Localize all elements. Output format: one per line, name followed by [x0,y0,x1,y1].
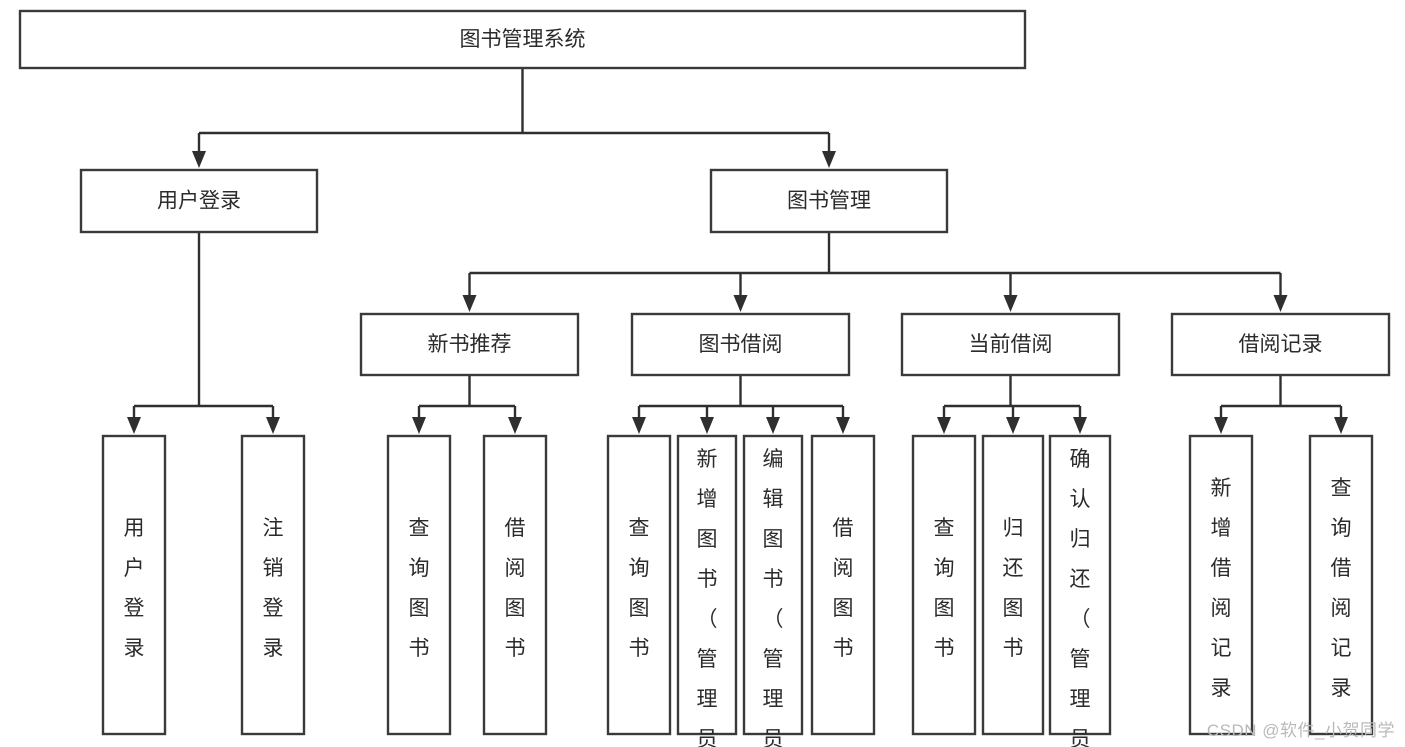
leaf-node-11-rect[interactable] [1188,434,1254,736]
level2-node-0[interactable]: 用户登录 [79,168,319,234]
leaf-node-11[interactable]: 新增借阅记录 [1188,434,1254,736]
root-node[interactable]: 图书管理系统 [18,9,1027,70]
leaf-node-12-label: 查询借阅记录 [1331,477,1352,700]
leaf-node-5-label: 新增图书（管理员） [697,448,718,747]
leaf-node-4-label: 查询图书 [629,517,650,660]
arrow-head-icon [508,417,522,434]
leaf-node-1[interactable]: 注销登录 [240,434,306,736]
leaf-node-8[interactable]: 查询图书 [911,434,977,736]
leaf-node-9[interactable]: 归还图书 [981,434,1045,736]
arrow-head-icon [192,151,206,168]
leaf-node-10-label: 确认归还（管理员） [1070,448,1091,747]
leaf-node-4[interactable]: 查询图书 [606,434,672,736]
leaf-node-6-rect[interactable] [742,434,804,736]
arrow-head-icon [822,151,836,168]
leaf-node-5[interactable]: 新增图书（管理员） [676,434,738,747]
leaf-node-8-rect[interactable] [911,434,977,736]
leaf-node-3-rect[interactable] [482,434,548,736]
leaf-node-4-rect[interactable] [606,434,672,736]
arrow-head-icon [937,417,951,434]
arrow-head-icon [412,417,426,434]
level2-node-0-rect[interactable] [79,168,319,234]
leaf-node-2-label: 查询图书 [409,517,430,660]
level3-node-0-rect[interactable] [359,312,580,377]
level3-node-2[interactable]: 当前借阅 [900,312,1121,377]
level3-node-3-rect[interactable] [1170,312,1391,377]
root-node-label: 图书管理系统 [460,28,586,51]
arrow-head-icon [766,417,780,434]
level2-node-1-label: 图书管理 [787,190,871,213]
leaf-node-10[interactable]: 确认归还（管理员） [1048,434,1112,747]
arrow-head-icon [836,417,850,434]
leaf-node-12[interactable]: 查询借阅记录 [1308,434,1374,736]
leaf-node-6[interactable]: 编辑图书（管理员） [742,434,804,747]
level2-node-1-rect[interactable] [709,168,949,234]
leaf-node-2-rect[interactable] [386,434,452,736]
node-layer: 图书管理系统用户登录图书管理新书推荐图书借阅当前借阅借阅记录用户登录注销登录查询… [18,9,1391,747]
level3-node-3-label: 借阅记录 [1239,333,1323,356]
level3-node-1-label: 图书借阅 [699,333,783,356]
arrow-head-icon [1003,295,1018,312]
leaf-node-0-label: 用户登录 [124,517,145,660]
leaf-node-12-rect[interactable] [1308,434,1374,736]
leaf-node-11-label: 新增借阅记录 [1211,477,1232,700]
leaf-node-3[interactable]: 借阅图书 [482,434,548,736]
arrow-head-icon [1214,417,1228,434]
leaf-node-1-label: 注销登录 [263,517,284,660]
arrow-head-icon [1073,417,1087,434]
leaf-node-2[interactable]: 查询图书 [386,434,452,736]
level3-node-1-rect[interactable] [630,312,851,377]
leaf-node-6-label: 编辑图书（管理员） [763,448,784,747]
level3-node-2-rect[interactable] [900,312,1121,377]
leaf-node-9-label: 归还图书 [1003,517,1024,660]
arrow-head-icon [462,295,477,312]
level3-node-2-label: 当前借阅 [969,333,1053,356]
leaf-node-8-label: 查询图书 [934,517,955,660]
leaf-node-5-rect[interactable] [676,434,738,736]
leaf-node-3-label: 借阅图书 [505,517,526,660]
arrow-head-icon [632,417,646,434]
arrow-head-icon [1006,417,1020,434]
arrow-head-icon [700,417,714,434]
leaf-node-7[interactable]: 借阅图书 [810,434,876,736]
leaf-node-0-rect[interactable] [101,434,167,736]
leaf-node-7-label: 借阅图书 [833,517,854,660]
level3-node-0[interactable]: 新书推荐 [359,312,580,377]
level3-node-0-label: 新书推荐 [428,333,512,356]
leaf-node-9-rect[interactable] [981,434,1045,736]
arrow-head-icon [1273,295,1288,312]
level3-node-3[interactable]: 借阅记录 [1170,312,1391,377]
level2-node-1[interactable]: 图书管理 [709,168,949,234]
arrow-head-icon [266,417,280,434]
leaf-node-0[interactable]: 用户登录 [101,434,167,736]
leaf-node-10-rect[interactable] [1048,434,1112,736]
leaf-node-7-rect[interactable] [810,434,876,736]
level3-node-1[interactable]: 图书借阅 [630,312,851,377]
arrow-head-icon [127,417,141,434]
arrow-head-icon [733,295,748,312]
arrow-head-icon [1334,417,1348,434]
root-node-rect[interactable] [18,9,1027,70]
level2-node-0-label: 用户登录 [157,190,241,213]
connector-layer [127,68,1348,434]
leaf-node-1-rect[interactable] [240,434,306,736]
